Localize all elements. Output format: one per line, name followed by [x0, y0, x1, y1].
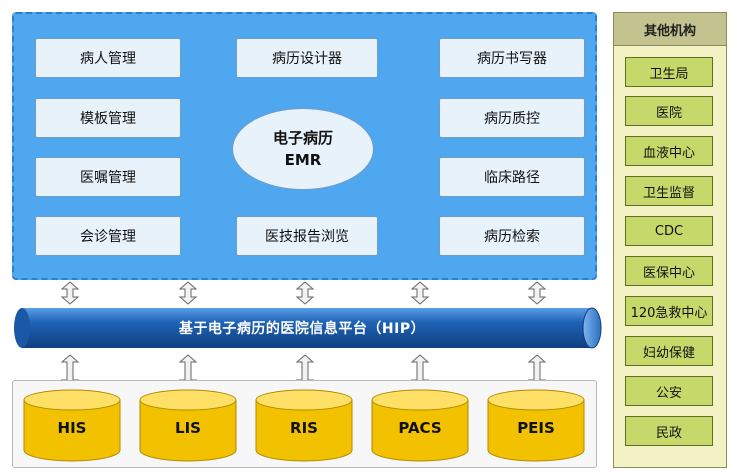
up-down-arrow-icon — [295, 281, 315, 305]
emr-core-subtitle: EMR — [284, 151, 322, 169]
hip-platform-pipe — [12, 306, 604, 350]
pacs-database-icon — [370, 388, 470, 464]
org-item[interactable]: 医院 — [625, 96, 713, 126]
org-item[interactable]: CDC — [625, 216, 713, 246]
peis-database-icon — [486, 388, 586, 464]
module-template-management[interactable]: 模板管理 — [35, 98, 181, 138]
module-order-management[interactable]: 医嘱管理 — [35, 157, 181, 197]
module-record-designer[interactable]: 病历设计器 — [236, 38, 378, 78]
module-report-browse[interactable]: 医技报告浏览 — [236, 216, 378, 256]
peis-label: PEIS — [517, 419, 555, 437]
module-consultation-management[interactable]: 会诊管理 — [35, 216, 181, 256]
his-label: HIS — [57, 419, 87, 437]
emr-core-title: 电子病历 — [272, 129, 333, 147]
org-item[interactable]: 120急救中心 — [625, 296, 713, 326]
up-down-arrow-icon — [527, 281, 547, 305]
his-database-icon — [22, 388, 122, 464]
module-record-qc[interactable]: 病历质控 — [439, 98, 585, 138]
org-item[interactable]: 卫生局 — [625, 57, 713, 87]
org-item[interactable]: 妇幼保健 — [625, 336, 713, 366]
emr-core-ellipse: 电子病历 EMR — [232, 108, 374, 190]
lis-database-icon — [138, 388, 238, 464]
org-item[interactable]: 公安 — [625, 376, 713, 406]
org-item[interactable]: 民政 — [625, 416, 713, 446]
hip-platform-label: 基于电子病历的医院信息平台（HIP） — [178, 321, 426, 337]
module-clinical-pathway[interactable]: 临床路径 — [439, 157, 585, 197]
org-item[interactable]: 卫生监督 — [625, 176, 713, 206]
module-record-search[interactable]: 病历检索 — [439, 216, 585, 256]
up-down-arrow-icon — [60, 281, 80, 305]
other-institutions-title: 其他机构 — [613, 12, 727, 46]
org-item[interactable]: 医保中心 — [625, 256, 713, 286]
org-item[interactable]: 血液中心 — [625, 136, 713, 166]
up-down-arrow-icon — [410, 281, 430, 305]
ris-database-icon — [254, 388, 354, 464]
lis-label: LIS — [175, 419, 201, 437]
module-record-writer[interactable]: 病历书写器 — [439, 38, 585, 78]
module-patient-management[interactable]: 病人管理 — [35, 38, 181, 78]
pacs-label: PACS — [398, 419, 442, 437]
ris-label: RIS — [290, 419, 318, 437]
up-down-arrow-icon — [178, 281, 198, 305]
